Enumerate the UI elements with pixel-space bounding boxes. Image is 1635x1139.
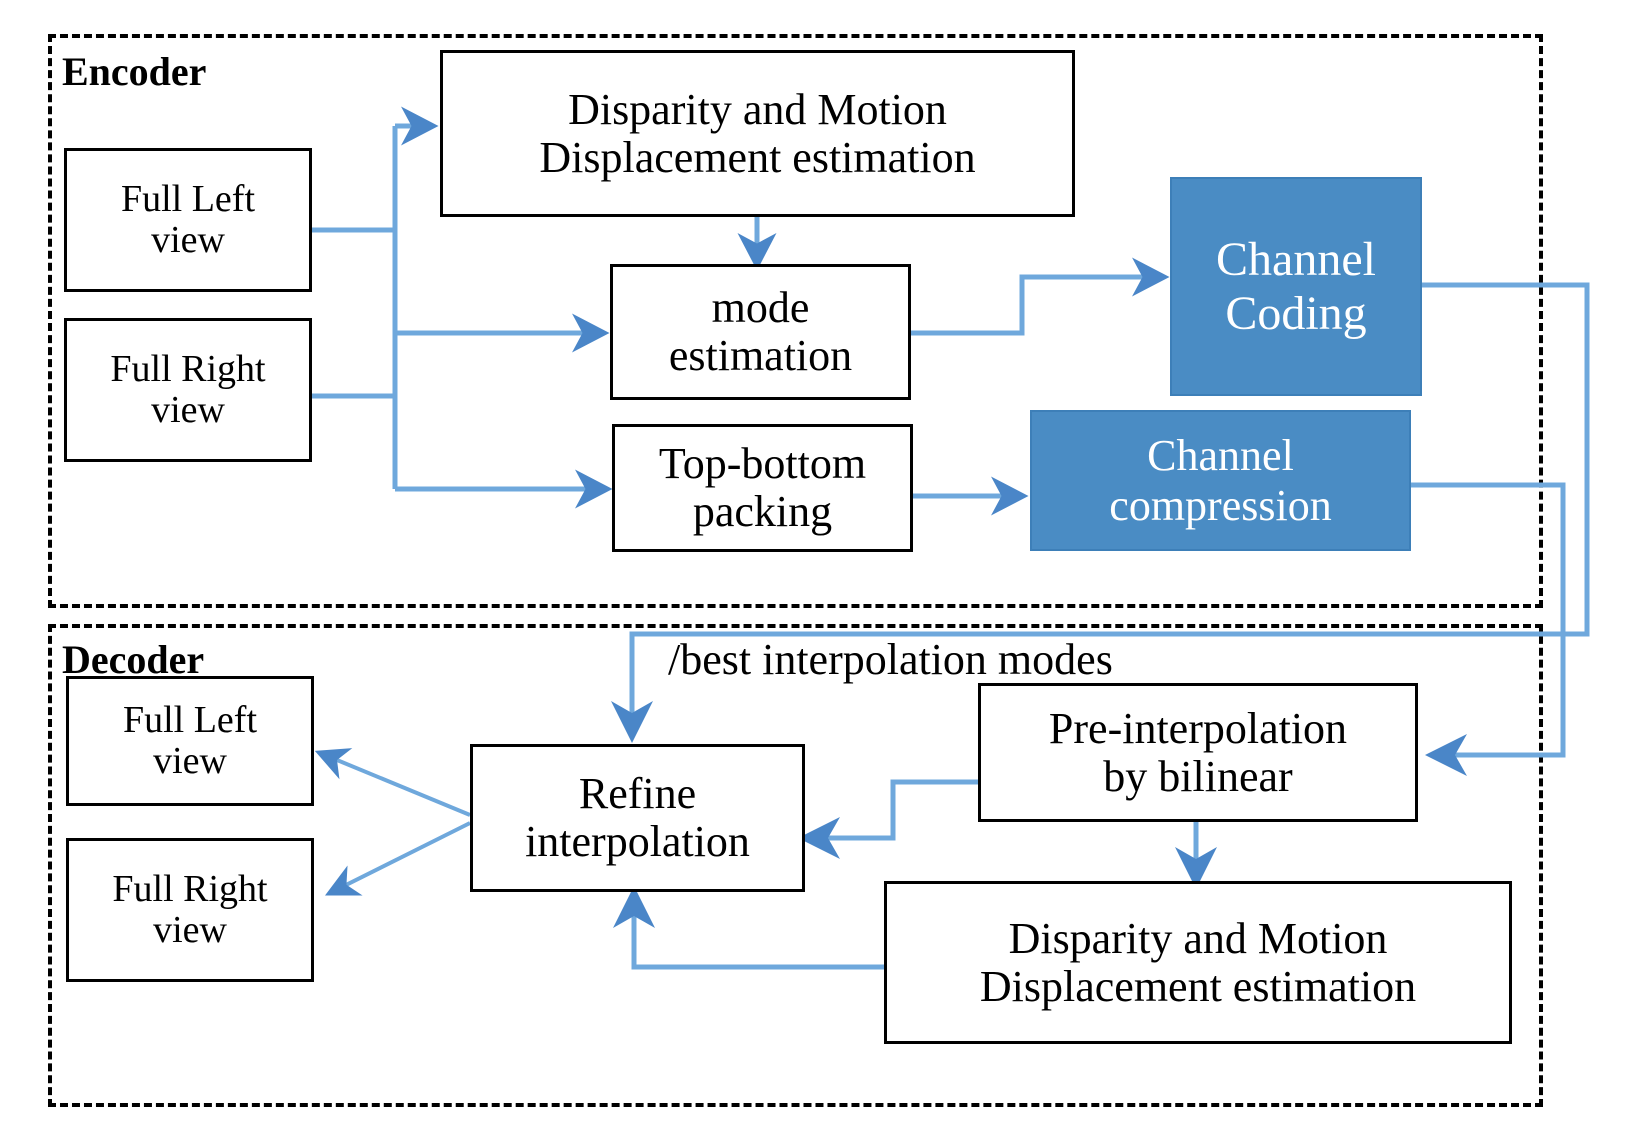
encoder-mode-estimation-box[interactable]: mode estimation <box>610 264 911 400</box>
wire-pre-interpolation-to-refine <box>798 779 981 859</box>
encoder-mode-estimation-line2: estimation <box>668 331 853 380</box>
decoder-full-right-view-line2: view <box>153 909 227 951</box>
encoder-disparity-motion-box[interactable]: Disparity and Motion Displacement estima… <box>440 50 1075 217</box>
wire-refine-to-full-right-view <box>324 821 471 896</box>
wire-dme-decoder-to-refine <box>613 886 884 970</box>
pre-interpolation-line2: by bilinear <box>1103 751 1293 801</box>
decoder-pre-interpolation-box[interactable]: Pre-interpolation by bilinear <box>978 683 1418 822</box>
decoder-full-right-view-line1: Full Right <box>112 867 268 910</box>
wire-refine-to-full-left-view <box>314 748 471 817</box>
encoder-dme-line1: Disparity and Motion <box>568 84 947 134</box>
encoder-top-bottom-packing-line1: Top-bottom <box>658 439 867 489</box>
encoder-section <box>48 34 1543 608</box>
wire-channel-coding-to-refine-interpolation <box>611 282 1590 743</box>
encoder-full-left-view-line2: view <box>151 219 225 261</box>
encoder-channel-coding-box[interactable]: Channel Coding <box>1170 177 1422 396</box>
decoder-disparity-motion-box[interactable]: Disparity and Motion Displacement estima… <box>884 881 1512 1044</box>
decoder-section-label: Decoder <box>62 637 205 682</box>
pre-interpolation-line1: Pre-interpolation <box>1048 703 1348 753</box>
refine-interpolation-line2: interpolation <box>525 817 750 866</box>
channel-compression-line1: Channel <box>1147 431 1294 481</box>
encoder-mode-estimation-line1: mode <box>711 283 810 333</box>
wire-channel-compression-to-pre-interpolation <box>1411 482 1566 776</box>
wire-mode-estimation-to-channel-coding <box>911 257 1170 336</box>
encoder-top-bottom-packing-box[interactable]: Top-bottom packing <box>612 424 913 552</box>
decoder-full-left-view-line1: Full Left <box>122 698 258 741</box>
encoder-full-left-view-box[interactable]: Full Left view <box>64 148 312 292</box>
encoder-full-left-view-line1: Full Left <box>120 177 256 220</box>
decoder-full-left-view-box[interactable]: Full Left view <box>66 676 314 806</box>
channel-coding-line1: Channel <box>1216 232 1376 286</box>
decoder-full-right-view-box[interactable]: Full Right view <box>66 838 314 982</box>
encoder-section-label: Encoder <box>62 49 207 94</box>
refine-interpolation-line1: Refine <box>578 769 697 819</box>
decoder-dme-line2: Displacement estimation <box>979 961 1417 1011</box>
decoder-refine-interpolation-box[interactable]: Refine interpolation <box>470 744 805 892</box>
encoder-dme-line2: Displacement estimation <box>539 132 976 182</box>
decoder-full-left-view-line2: view <box>153 740 227 782</box>
best-interpolation-modes-annotation: /best interpolation modes <box>668 635 1113 684</box>
encoder-full-right-view-box[interactable]: Full Right view <box>64 318 312 462</box>
encoder-channel-compression-box[interactable]: Channel compression <box>1030 410 1411 551</box>
encoder-full-right-view-line1: Full Right <box>110 347 266 390</box>
channel-coding-line2: Coding <box>1225 286 1367 340</box>
encoder-full-right-view-line2: view <box>151 389 225 431</box>
decoder-dme-line1: Disparity and Motion <box>1008 913 1388 963</box>
decoder-section <box>48 624 1543 1107</box>
channel-compression-line2: compression <box>1109 480 1332 530</box>
encoder-top-bottom-packing-line2: packing <box>692 487 833 536</box>
